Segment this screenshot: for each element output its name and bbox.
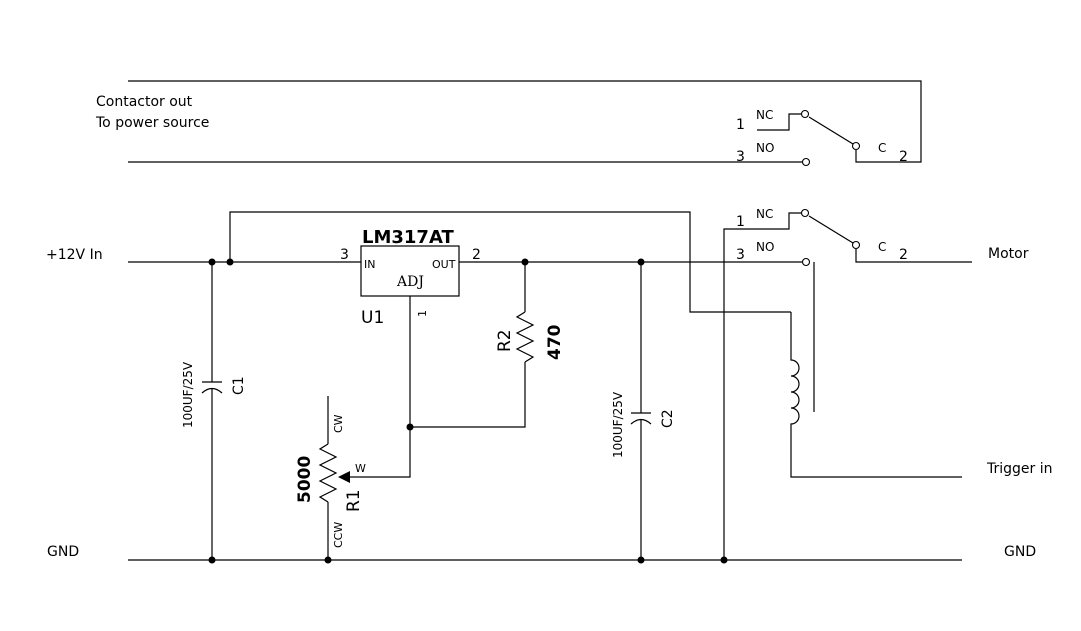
r1-ccw-label: CCW bbox=[332, 522, 345, 548]
junction-c1-gnd bbox=[208, 556, 216, 564]
coil-feed-wire bbox=[229, 211, 791, 313]
relay-bottom-pin-c: 2 bbox=[899, 247, 908, 263]
contactor-label-line2: To power source bbox=[95, 115, 209, 131]
gnd-right-label: GND bbox=[1004, 544, 1036, 560]
relay-coil bbox=[790, 312, 962, 478]
r2-lead-bottom bbox=[410, 362, 526, 428]
capacitor-c1: C1 100UF/25V bbox=[181, 262, 247, 560]
relay-top-pin-c: 2 bbox=[899, 149, 908, 165]
relay-bottom-common-lead bbox=[855, 249, 972, 263]
relay-top-nc-contact bbox=[800, 109, 810, 119]
c1-value: 100UF/25V bbox=[181, 361, 195, 428]
capacitor-c2: C2 100UF/25V bbox=[611, 262, 676, 560]
r1-ref: R1 bbox=[344, 489, 364, 512]
relay-bottom-no-label: NO bbox=[756, 240, 774, 254]
regulator-out-label: OUT bbox=[432, 258, 456, 271]
regulator-pin-out: 2 bbox=[472, 247, 481, 263]
relay-top: NC NO C 1 3 2 bbox=[128, 80, 922, 167]
relay-top-nc-lead bbox=[757, 113, 801, 131]
contactor-label-line1: Contactor out bbox=[96, 94, 193, 110]
r1-wiper-label: W bbox=[355, 462, 366, 475]
regulator-pin-in: 3 bbox=[340, 247, 349, 263]
junction-c1-top bbox=[208, 258, 216, 266]
contactor-wire-top bbox=[128, 80, 922, 163]
r1-body bbox=[318, 443, 338, 503]
r2-value: 470 bbox=[545, 324, 565, 360]
relay-bottom-common-contact bbox=[851, 240, 861, 250]
junction-coil-feed bbox=[226, 258, 234, 266]
r2-body bbox=[515, 311, 535, 363]
c2-ref: C2 bbox=[660, 409, 676, 428]
relay-bottom: NC NO C 1 3 2 bbox=[723, 207, 972, 560]
relay-top-nc-label: NC bbox=[756, 108, 773, 122]
junction-r1-gnd bbox=[324, 556, 332, 564]
relay-bottom-c-label: C bbox=[878, 240, 886, 254]
c2-value: 100UF/25V bbox=[611, 391, 625, 458]
regulator-adj-label: ADJ bbox=[396, 274, 424, 290]
relay-top-no-contact bbox=[801, 157, 811, 167]
junction-c2-top bbox=[637, 258, 645, 266]
regulator-part-label: LM317AT bbox=[362, 227, 454, 248]
r1-cw-label: CW bbox=[332, 414, 345, 433]
relay-top-common-contact bbox=[851, 141, 861, 151]
adj-wire bbox=[360, 296, 411, 478]
trigger-label: Trigger in bbox=[986, 461, 1053, 477]
relay-top-common-lead bbox=[855, 150, 889, 163]
junction-c2-gnd bbox=[637, 556, 645, 564]
relay-top-pin-nc: 1 bbox=[736, 117, 745, 133]
r2-ref: R2 bbox=[495, 329, 515, 352]
c1-ref: C1 bbox=[231, 376, 247, 395]
relay-top-pin-no: 3 bbox=[736, 149, 745, 165]
relay-bottom-nc-contact bbox=[800, 208, 810, 218]
regulator-u1: LM317AT U1 IN OUT ADJ 3 2 1 bbox=[340, 227, 481, 478]
relay-bottom-pin-nc: 1 bbox=[736, 214, 745, 230]
junction-adj bbox=[406, 423, 414, 431]
regulator-in-label: IN bbox=[364, 258, 375, 271]
input-label: +12V In bbox=[46, 247, 103, 263]
relay-top-c-label: C bbox=[878, 141, 886, 155]
relay-bottom-nc-lead bbox=[723, 212, 801, 560]
relay-top-switch-arm bbox=[808, 116, 854, 145]
regulator-ref: U1 bbox=[361, 308, 384, 328]
relay-top-no-label: NO bbox=[756, 141, 774, 155]
relay-bottom-switch-arm bbox=[808, 215, 854, 244]
regulator-pin-adj: 1 bbox=[416, 310, 429, 317]
r1-wiper-arrow bbox=[338, 471, 350, 483]
gnd-left-label: GND bbox=[47, 544, 79, 560]
resistor-r2: R2 470 bbox=[410, 262, 565, 428]
junction-relay-gnd bbox=[720, 556, 728, 564]
motor-label: Motor bbox=[988, 246, 1029, 262]
relay-bottom-no-contact bbox=[801, 257, 811, 267]
relay-bottom-nc-label: NC bbox=[756, 207, 773, 221]
r1-value: 5000 bbox=[295, 456, 315, 503]
relay-bottom-pin-no: 3 bbox=[736, 247, 745, 263]
potentiometer-r1: CW CCW W 5000 R1 bbox=[295, 396, 366, 560]
junction-r2-top bbox=[521, 258, 529, 266]
